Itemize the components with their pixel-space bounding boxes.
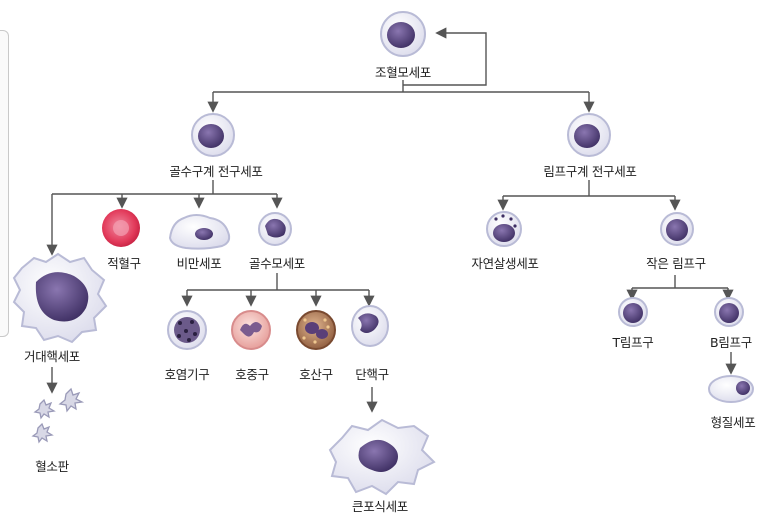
label-small-lymphocyte: 작은 림프구 [646, 256, 706, 271]
small-lymphocyte-cell [660, 212, 694, 246]
nk-cell [486, 211, 522, 247]
label-erythrocyte: 적혈구 [107, 256, 141, 271]
label-t-cell: T림프구 [612, 335, 654, 350]
plasma-cell [708, 375, 754, 403]
label-plasma-cell: 형질세포 [710, 415, 756, 430]
macrophage-cell [328, 418, 436, 496]
label-macrophage: 큰포식세포 [351, 499, 409, 514]
basophil-cell [296, 310, 336, 350]
myeloid-progenitor-cell [191, 113, 235, 157]
neutrophil-cell [167, 310, 207, 350]
platelet-cells [31, 387, 85, 444]
label-megakaryocyte: 거대핵세포 [23, 349, 81, 364]
b-cell [714, 297, 744, 327]
myeloblast-cell [258, 212, 292, 246]
label-mast-cell: 비만세포 [176, 256, 222, 271]
label-lymphoid-progenitor: 림프구계 전구세포 [543, 164, 637, 179]
label-stem-cell: 조혈모세포 [374, 65, 432, 80]
label-platelet: 혈소판 [35, 459, 69, 474]
label-myeloid-progenitor: 골수구계 전구세포 [169, 164, 263, 179]
label-monocyte: 단핵구 [355, 367, 389, 382]
t-cell [618, 297, 648, 327]
label-eosinophil: 호중구 [235, 367, 269, 382]
label-nk-cell: 자연살생세포 [471, 256, 539, 271]
label-basophil: 호산구 [299, 367, 333, 382]
lymphoid-progenitor-cell [567, 113, 611, 157]
left-panel-edge [0, 30, 9, 337]
label-b-cell: B림프구 [710, 335, 752, 350]
connector-lines [46, 27, 737, 413]
stem-cell [380, 11, 426, 57]
eosinophil-cell [231, 310, 271, 350]
monocyte-cell [351, 305, 389, 347]
erythrocyte-cell [102, 209, 140, 247]
label-myeloblast: 골수모세포 [248, 256, 306, 271]
label-neutrophil: 호염기구 [164, 367, 210, 382]
megakaryocyte-cell [12, 252, 108, 344]
mast-cell [168, 214, 231, 250]
